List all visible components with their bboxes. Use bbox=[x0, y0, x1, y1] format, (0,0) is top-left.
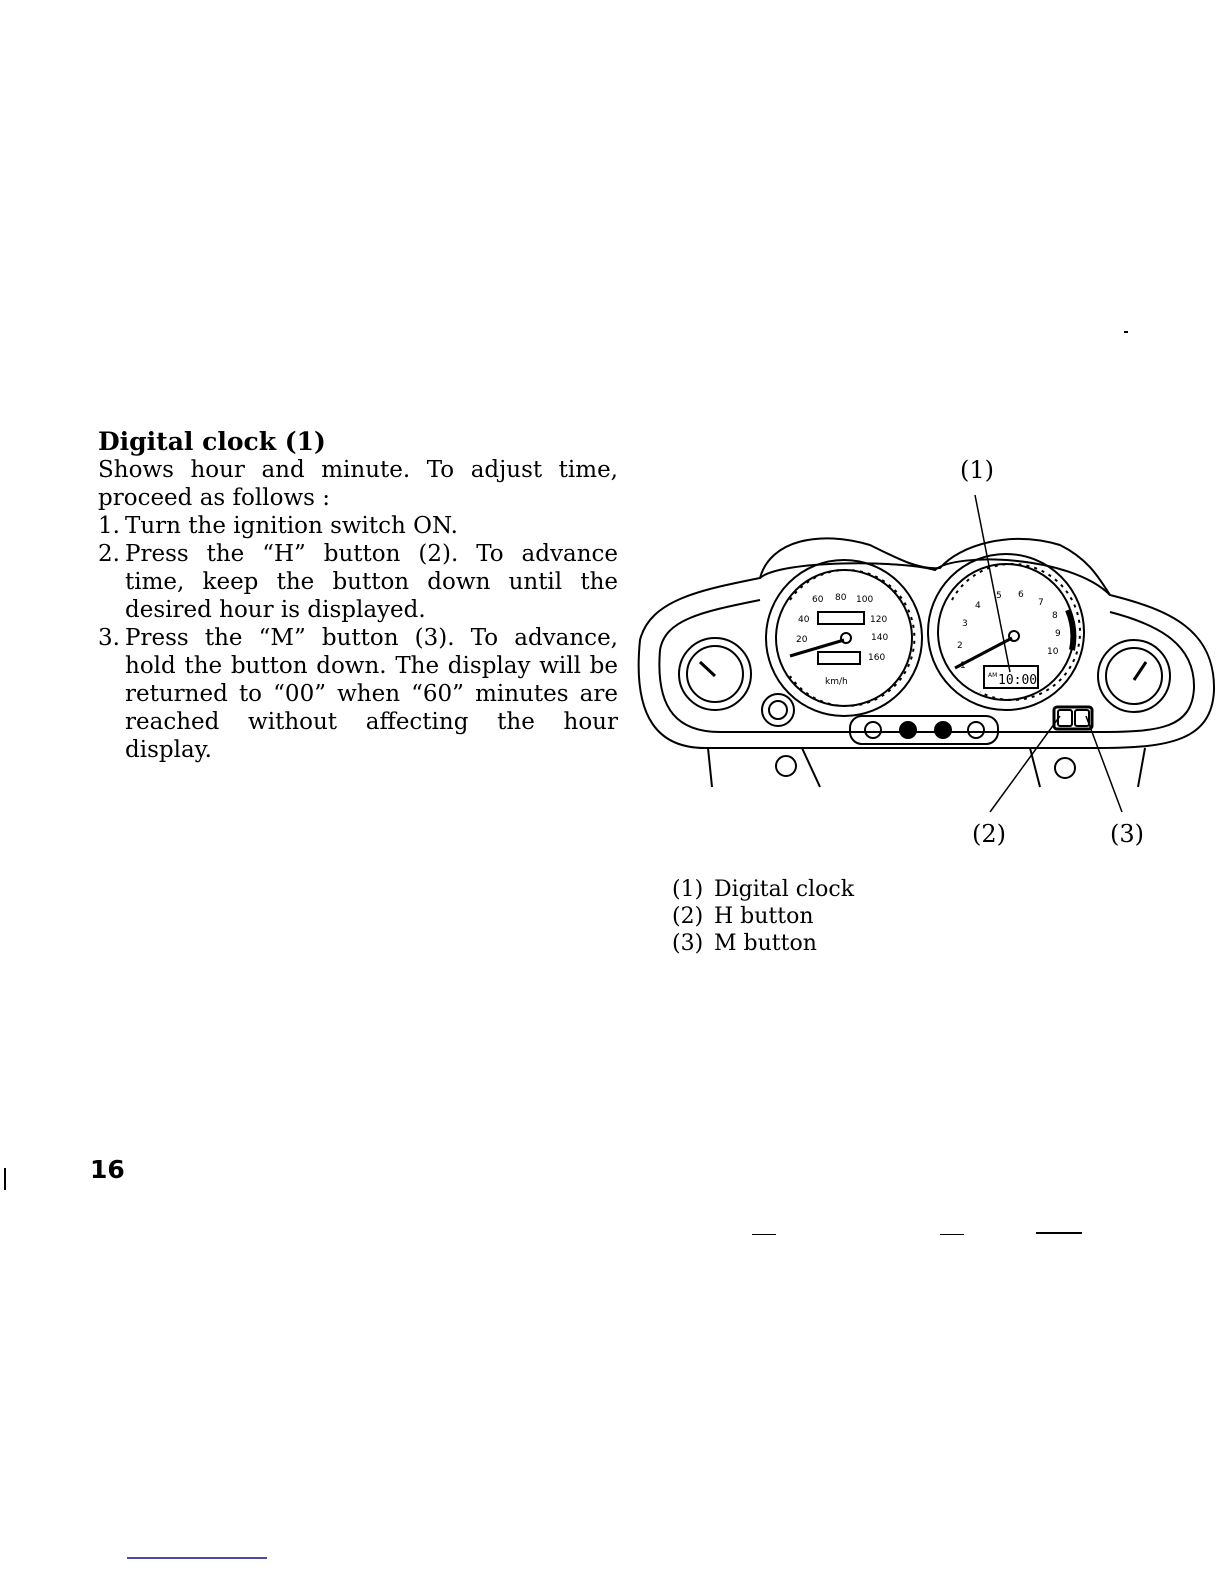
tacho-tick-label: 10 bbox=[1047, 647, 1059, 657]
speedometer-hub bbox=[840, 632, 852, 644]
step-number: 1. bbox=[98, 513, 120, 539]
mount-mid-left bbox=[801, 747, 821, 788]
legend-item: (1) Digital clock bbox=[672, 876, 854, 903]
tachometer-needle bbox=[954, 636, 1013, 670]
mount-right bbox=[1137, 747, 1146, 788]
speedometer-needle bbox=[789, 638, 845, 658]
clock-readout: 10:00 bbox=[998, 673, 1037, 688]
indicator-strip bbox=[849, 715, 999, 745]
speedo-tick-label: 160 bbox=[868, 653, 885, 663]
ignition-switch bbox=[761, 693, 795, 727]
step-text: Press the “M” button (3). To advance, ho… bbox=[125, 625, 618, 763]
speedometer-bezel bbox=[765, 559, 923, 717]
figure-legend: (1) Digital clock (2) H button (3) M button bbox=[672, 876, 854, 957]
step-text: Turn the ignition switch ON. bbox=[125, 513, 458, 539]
temperature-gauge-face bbox=[1105, 647, 1163, 705]
legend-number: (3) bbox=[672, 931, 704, 956]
step-number: 2. bbox=[98, 541, 120, 567]
mount-left bbox=[707, 747, 713, 788]
speedo-tick-label: 120 bbox=[870, 615, 887, 625]
legend-number: (1) bbox=[672, 877, 704, 902]
fuel-gauge-bezel bbox=[678, 637, 752, 711]
panel-inner-outline bbox=[658, 599, 1196, 733]
fuel-gauge-needle bbox=[698, 660, 717, 678]
leader-line-3 bbox=[1085, 715, 1123, 813]
leader-line-2 bbox=[989, 715, 1061, 813]
m-button bbox=[1074, 709, 1090, 727]
legend-number: (2) bbox=[672, 904, 704, 929]
panel-housing-outline bbox=[637, 537, 1216, 749]
speedo-tick-label: 140 bbox=[871, 633, 888, 643]
tacho-tick-label: 4 bbox=[975, 601, 981, 611]
step-item: 3.Press the “M” button (3). To advance, … bbox=[98, 624, 618, 764]
step-item: 2.Press the “H” button (2). To advance t… bbox=[98, 540, 618, 624]
mount-mid-right bbox=[1029, 747, 1041, 788]
digital-clock-display bbox=[983, 665, 1039, 689]
tacho-tick-label: 1 bbox=[960, 661, 966, 671]
legend-label: Digital clock bbox=[714, 877, 855, 902]
speedometer-face bbox=[775, 569, 913, 707]
legend-item: (2) H button bbox=[672, 903, 854, 930]
tachometer-bezel bbox=[927, 553, 1085, 711]
margin-mark bbox=[940, 1234, 964, 1235]
tacho-tick-label: 6 bbox=[1018, 590, 1024, 600]
panel-top-hood bbox=[759, 558, 1111, 596]
turn-right-indicator-icon bbox=[967, 721, 985, 739]
h-button bbox=[1057, 709, 1073, 727]
intro-text: Shows hour and minute. To adjust time, p… bbox=[98, 457, 618, 511]
temperature-gauge-needle bbox=[1132, 661, 1148, 681]
leader-line-1 bbox=[974, 494, 1011, 673]
neutral-indicator-icon bbox=[934, 721, 952, 739]
page-number: 16 bbox=[90, 1155, 125, 1184]
callout-2: (2) bbox=[972, 820, 1006, 848]
bottom-rule bbox=[127, 1557, 267, 1559]
tacho-tick-label: 2 bbox=[957, 641, 963, 651]
speedo-tick-label: 60 bbox=[812, 595, 824, 605]
legend-item: (3) M button bbox=[672, 930, 854, 957]
speedo-tick-label: 100 bbox=[856, 595, 873, 605]
margin-mark bbox=[752, 1234, 776, 1235]
tachometer-hub bbox=[1008, 630, 1020, 642]
odometer bbox=[817, 611, 865, 625]
tacho-tick-label: 5 bbox=[996, 591, 1002, 601]
tachometer-ticks bbox=[951, 563, 1081, 701]
speedo-tick-label: 40 bbox=[798, 615, 810, 625]
tachometer-redzone bbox=[1065, 608, 1077, 651]
tacho-tick-label: 3 bbox=[962, 619, 968, 629]
legend-label: M button bbox=[714, 931, 817, 956]
callout-3: (3) bbox=[1110, 820, 1144, 848]
margin-mark bbox=[1036, 1232, 1082, 1234]
section-title: Digital clock (1) bbox=[98, 427, 326, 456]
callout-1: (1) bbox=[960, 456, 994, 484]
speedometer-ticks bbox=[789, 569, 916, 707]
tacho-tick-label: 9 bbox=[1055, 629, 1061, 639]
turn-left-indicator-icon bbox=[864, 721, 882, 739]
tachometer-face bbox=[937, 563, 1075, 701]
fuel-gauge-face bbox=[686, 645, 744, 703]
speedo-tick-label: 80 bbox=[835, 593, 847, 603]
temperature-gauge-bezel bbox=[1097, 639, 1171, 713]
ignition-switch-inner bbox=[768, 700, 788, 720]
step-number: 3. bbox=[98, 625, 120, 651]
margin-mark bbox=[1124, 331, 1128, 333]
steps-list: 1.Turn the ignition switch ON. 2.Press t… bbox=[98, 512, 618, 764]
mount-hole-right bbox=[1054, 757, 1076, 779]
legend-label: H button bbox=[714, 904, 814, 929]
high-beam-indicator-icon bbox=[899, 721, 917, 739]
margin-mark bbox=[4, 1168, 6, 1190]
tacho-tick-label: 8 bbox=[1052, 611, 1058, 621]
clock-button-housing bbox=[1052, 705, 1094, 731]
tacho-tick-label: 7 bbox=[1038, 598, 1044, 608]
clock-am-indicator: AM bbox=[988, 672, 997, 679]
step-item: 1.Turn the ignition switch ON. bbox=[98, 512, 618, 540]
speedo-tick-label: 20 bbox=[796, 635, 808, 645]
step-text: Press the “H” button (2). To advance tim… bbox=[125, 541, 618, 623]
tripmeter bbox=[817, 651, 861, 665]
speedo-unit-label: km/h bbox=[825, 677, 848, 687]
mount-hole-left bbox=[775, 755, 797, 777]
